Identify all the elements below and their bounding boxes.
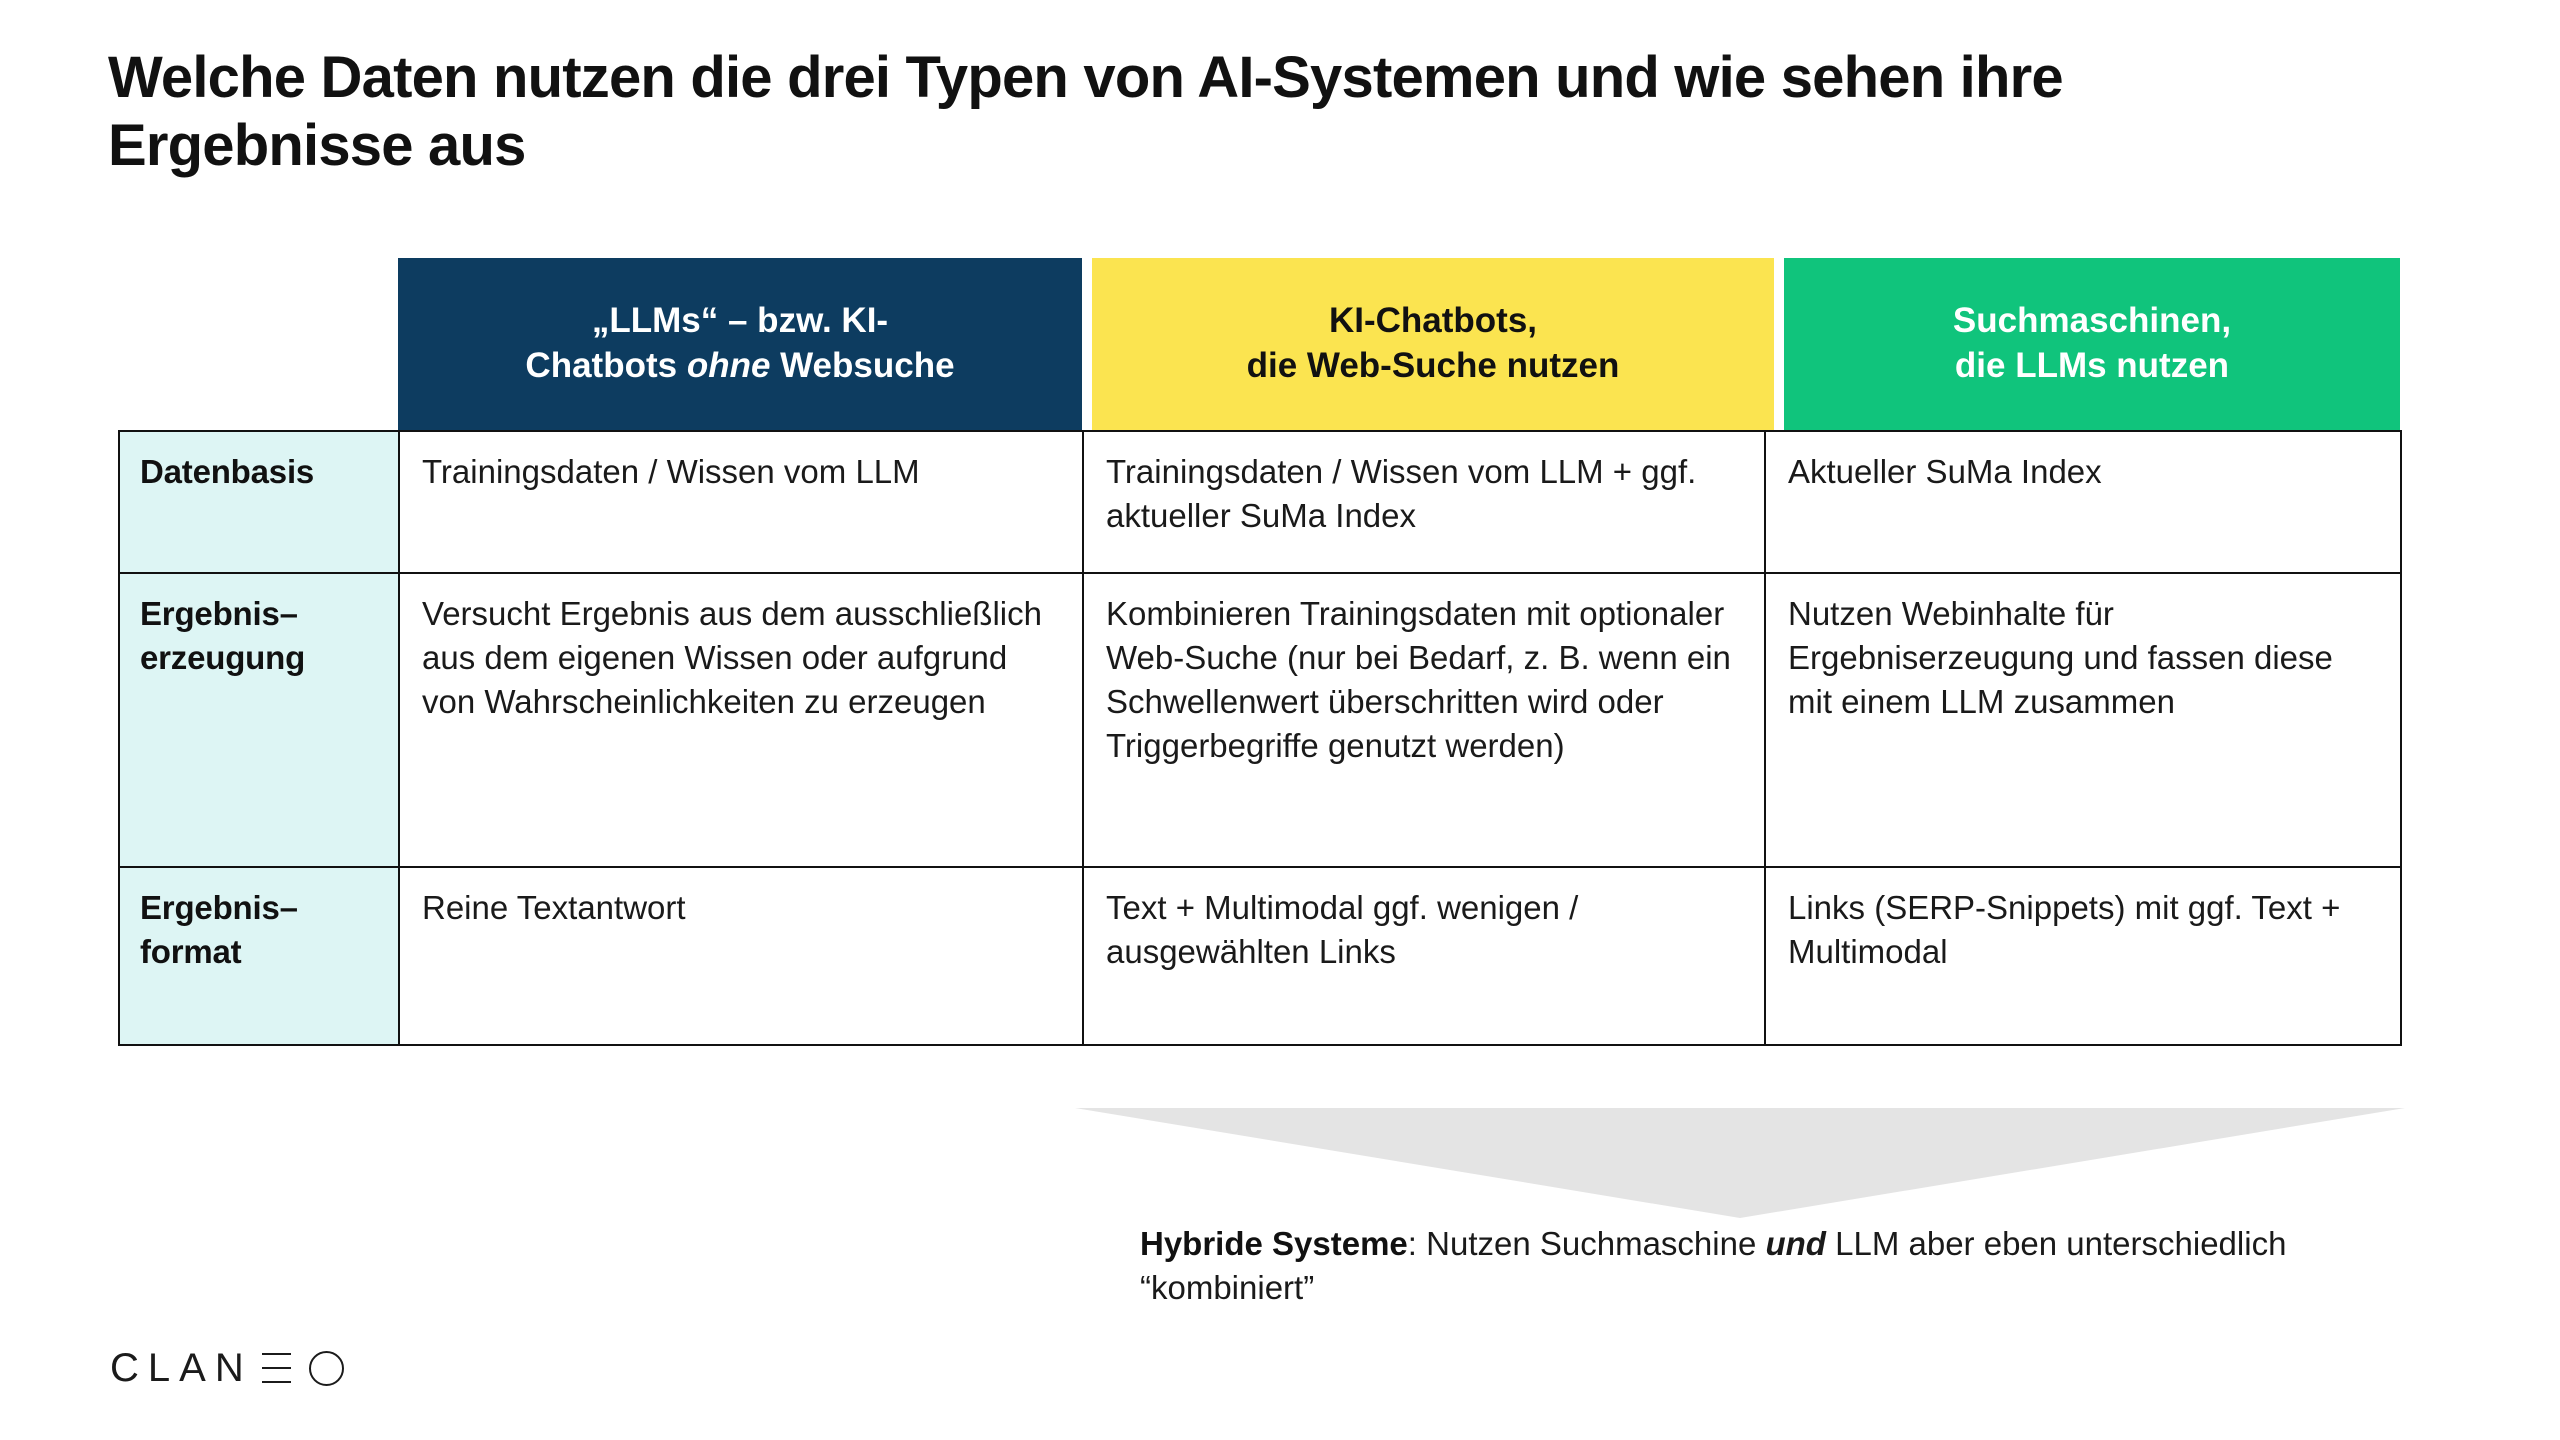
caption-mid: : Nutzen Suchmaschine xyxy=(1407,1225,1766,1262)
column-header-ki-chatbots-websuche: KI-Chatbots, die Web-Suche nutzen xyxy=(1092,258,1774,430)
claneo-logo: CLAN xyxy=(110,1348,344,1388)
cell-format-llms: Reine Textantwort xyxy=(398,866,1084,1046)
header-gap-divider xyxy=(1774,258,1784,430)
column-header-line2-post: Websuche xyxy=(770,346,955,385)
column-header-line2-italic: ohne xyxy=(686,346,771,385)
hybrid-systems-caption: Hybride Systeme: Nutzen Suchmaschine und… xyxy=(1140,1222,2440,1310)
caption-italic-und: und xyxy=(1765,1225,1826,1262)
table-row: Ergebnis– format Reine Textantwort Text … xyxy=(118,866,2402,1046)
row-label-line1: Datenbasis xyxy=(140,453,315,490)
caption-tail: LLM aber eben unterschiedlich “kombinier… xyxy=(1140,1225,2287,1307)
header-gap-divider xyxy=(1082,258,1092,430)
cell-erzeugung-llms: Versucht Ergebnis aus dem ausschließlich… xyxy=(398,572,1084,868)
row-label-line2: format xyxy=(140,932,242,970)
logo-o-circle-icon xyxy=(308,1350,344,1386)
column-header-line1: Suchmaschinen, xyxy=(1952,301,2232,341)
cell-format-suchmaschinen: Links (SERP-Snippets) mit ggf. Text + Mu… xyxy=(1764,866,2402,1046)
column-header-line1: KI-Chatbots, xyxy=(1328,301,1538,341)
cell-datenbasis-suchmaschinen: Aktueller SuMa Index xyxy=(1764,430,2402,574)
cell-erzeugung-chatbots: Kombinieren Trainingsdaten mit optionale… xyxy=(1082,572,1766,868)
cell-datenbasis-chatbots: Trainingsdaten / Wissen vom LLM + ggf. a… xyxy=(1082,430,1766,574)
logo-text-before: CLAN xyxy=(110,1346,253,1390)
row-label-line2: erzeugung xyxy=(140,638,306,676)
cell-format-chatbots: Text + Multimodal ggf. wenigen / ausgewä… xyxy=(1082,866,1766,1046)
column-header-line2: die Web-Suche nutzen xyxy=(1246,346,1620,385)
comparison-header-row: „LLMs“ – bzw. KI- Chatbots ohne Websuche… xyxy=(398,258,2400,430)
comparison-table: Datenbasis Trainingsdaten / Wissen vom L… xyxy=(118,430,2402,1046)
column-header-line2-pre: Chatbots xyxy=(525,346,687,385)
column-header-line1: „LLMs“ – bzw. KI- xyxy=(591,301,889,341)
caption-bold-lead: Hybride Systeme xyxy=(1140,1225,1408,1262)
row-label-line1: Ergebnis– xyxy=(140,889,298,926)
table-row: Ergebnis– erzeugung Versucht Ergebnis au… xyxy=(118,572,2402,868)
table-row: Datenbasis Trainingsdaten / Wissen vom L… xyxy=(118,430,2402,574)
row-label-datenbasis: Datenbasis xyxy=(118,430,400,574)
row-label-ergebniserzeugung: Ergebnis– erzeugung xyxy=(118,572,400,868)
down-arrow-icon xyxy=(1075,1108,2405,1218)
column-header-line2: die LLMs nutzen xyxy=(1954,346,2230,385)
cell-erzeugung-suchmaschinen: Nutzen Webinhalte für Ergebniserzeugung … xyxy=(1764,572,2402,868)
logo-xi-e-glyph-icon xyxy=(261,1353,291,1383)
column-header-llms-ohne-websuche: „LLMs“ – bzw. KI- Chatbots ohne Websuche xyxy=(398,258,1082,430)
row-label-line1: Ergebnis– xyxy=(140,595,298,632)
cell-datenbasis-llms: Trainingsdaten / Wissen vom LLM xyxy=(398,430,1084,574)
page-title: Welche Daten nutzen die drei Typen von A… xyxy=(108,45,2064,179)
column-header-suchmaschinen-llms: Suchmaschinen, die LLMs nutzen xyxy=(1784,258,2400,430)
row-label-ergebnisformat: Ergebnis– format xyxy=(118,866,400,1046)
